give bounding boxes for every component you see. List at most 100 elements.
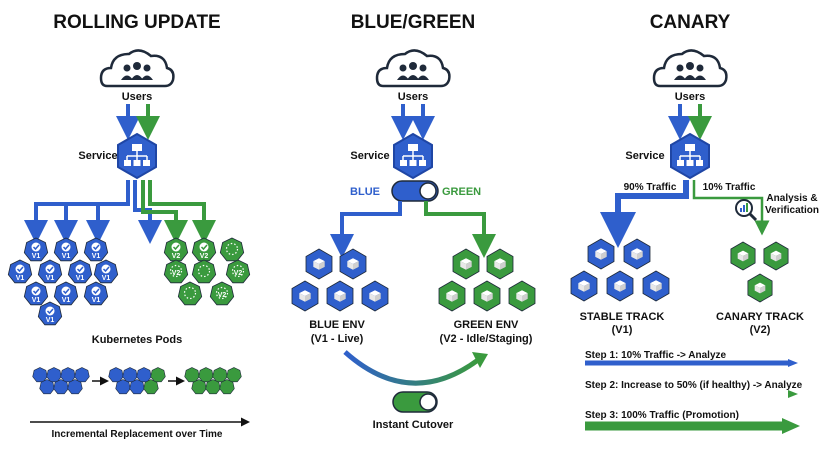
cloud-users-icon xyxy=(99,49,175,88)
pod-icon xyxy=(177,281,203,306)
traffic-10-label: 10% Traffic xyxy=(703,182,756,193)
pod-check-icon: V1 xyxy=(53,281,79,306)
timeline-pod xyxy=(129,379,145,395)
pod-check-icon: V1 xyxy=(53,237,79,262)
canary-panel: CANARY Users Service 90% Traffic 10% Tra… xyxy=(570,12,819,434)
toggle-blue-label: BLUE xyxy=(350,186,380,198)
pod-check-icon: V1 xyxy=(23,281,49,306)
blue-env-pods xyxy=(291,248,389,312)
timeline-pod xyxy=(136,367,152,383)
pod-version-label: V1 xyxy=(92,253,101,260)
pod-cube-icon xyxy=(763,241,789,271)
timeline-pod xyxy=(39,379,55,395)
rolling-service-label: Service xyxy=(78,150,117,162)
pod-version-label: V1 xyxy=(102,275,111,282)
step2-label: Step 2: Increase to 50% (if healthy) -> … xyxy=(585,380,803,391)
magnifier-chart-icon xyxy=(735,199,758,222)
pod-check-icon: V1 xyxy=(83,237,109,262)
pod-cube-icon xyxy=(587,238,615,270)
pods-label: Kubernetes Pods xyxy=(92,334,182,346)
pod-cube-icon xyxy=(623,238,651,270)
timeline-pod xyxy=(74,367,90,383)
toggle-switch-icon[interactable] xyxy=(391,180,439,202)
pod-cube-icon xyxy=(642,270,670,302)
pod-cube-icon xyxy=(606,270,634,302)
rolling-title: ROLLING UPDATE xyxy=(53,12,220,33)
pod-version-label: V2 xyxy=(172,270,181,277)
pod-version-label: V2 xyxy=(234,270,243,277)
analysis-label-2: Verification xyxy=(765,205,819,216)
timeline-pod xyxy=(226,367,242,383)
pod-cube-icon xyxy=(747,273,773,303)
pod-version-label: V2 xyxy=(200,253,209,260)
pod-icon: V2 xyxy=(163,259,189,284)
pod-cube-icon xyxy=(438,280,466,312)
service-network-icon xyxy=(117,132,157,180)
rolling-timeline xyxy=(32,367,242,395)
pod-cube-icon xyxy=(305,248,333,280)
pod-check-icon: V2 xyxy=(163,237,189,262)
traffic-90-label: 90% Traffic xyxy=(624,182,677,193)
pod-icon: V2 xyxy=(209,281,235,306)
pod-version-label: V2 xyxy=(218,292,227,299)
pod-version-label: V2 xyxy=(172,253,181,260)
pod-version-label: V1 xyxy=(92,297,101,304)
pod-cube-icon xyxy=(452,248,480,280)
step1-label: Step 1: 10% Traffic -> Analyze xyxy=(585,350,727,361)
pod-cube-icon xyxy=(361,280,389,312)
canary-title: CANARY xyxy=(650,12,731,33)
analysis-label-1: Analysis & xyxy=(766,193,817,204)
pod-cube-icon xyxy=(326,280,354,312)
blue-env-sub: (V1 - Live) xyxy=(311,333,364,345)
canary-track-label: CANARY TRACK xyxy=(716,311,804,323)
stable-track-pods xyxy=(570,238,670,302)
timeline-label: Incremental Replacement over Time xyxy=(52,429,223,440)
canary-track-sub: (V2) xyxy=(750,324,771,336)
pod-version-label: V1 xyxy=(46,275,55,282)
green-env-pods xyxy=(438,248,536,312)
pod-cube-icon xyxy=(473,280,501,312)
timeline-pod xyxy=(108,367,124,383)
timeline-pod xyxy=(46,367,62,383)
toggle-green-label: GREEN xyxy=(442,186,481,198)
pod-cube-icon xyxy=(339,248,367,280)
pod-check-icon: V1 xyxy=(37,301,63,326)
rolling-users-label: Users xyxy=(122,91,153,103)
timeline-pod xyxy=(122,367,138,383)
cloud-users-icon xyxy=(652,49,728,88)
stable-track-sub: (V1) xyxy=(612,324,633,336)
blue-env-label: BLUE ENV xyxy=(309,319,365,331)
service-network-icon xyxy=(393,132,433,180)
cutover-label: Instant Cutover xyxy=(373,419,454,431)
timeline-pod xyxy=(184,367,200,383)
pod-version-label: V1 xyxy=(46,317,55,324)
canary-track-pods xyxy=(730,241,789,303)
canary-users-label: Users xyxy=(675,91,706,103)
pod-icon xyxy=(219,237,245,262)
pod-version-label: V1 xyxy=(16,275,25,282)
timeline-pod xyxy=(115,379,131,395)
timeline-pod xyxy=(212,367,228,383)
pod-version-label: V1 xyxy=(76,275,85,282)
pod-cube-icon xyxy=(570,270,598,302)
green-env-sub: (V2 - Idle/Staging) xyxy=(440,333,533,345)
service-network-icon xyxy=(670,132,710,180)
pod-check-icon: V1 xyxy=(23,237,49,262)
green-env-label: GREEN ENV xyxy=(454,319,519,331)
timeline-pod xyxy=(205,379,221,395)
pod-check-icon: V1 xyxy=(37,259,63,284)
stable-track-label: STABLE TRACK xyxy=(580,311,665,323)
timeline-pod xyxy=(53,379,69,395)
timeline-pod xyxy=(67,379,83,395)
timeline-pod xyxy=(219,379,235,395)
pod-check-icon: V1 xyxy=(67,259,93,284)
toggle-switch-icon[interactable] xyxy=(392,391,438,413)
timeline-pod xyxy=(150,367,166,383)
canary-service-label: Service xyxy=(625,150,664,162)
pod-check-icon: V2 xyxy=(191,237,217,262)
timeline-pod xyxy=(191,379,207,395)
pod-cube-icon xyxy=(730,241,756,271)
